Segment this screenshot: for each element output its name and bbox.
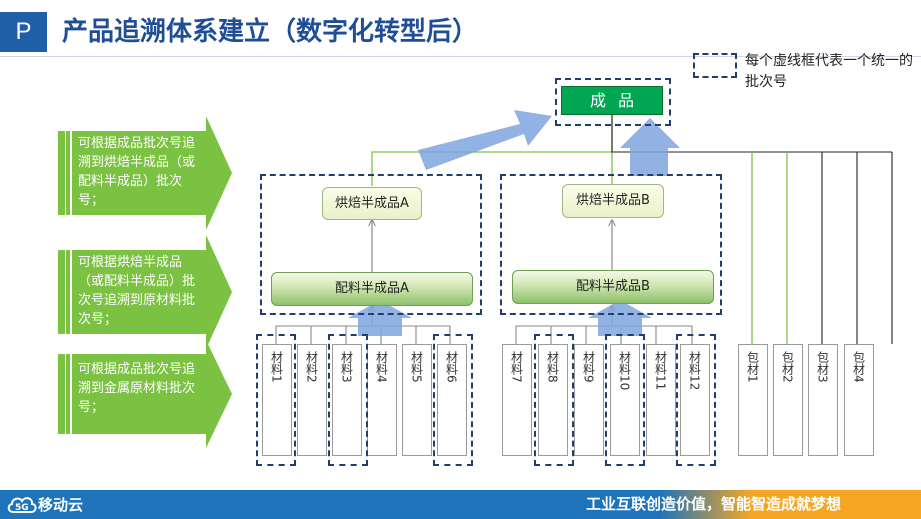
- material-10-batch-box: [605, 334, 645, 466]
- material-box: 材料3: [332, 344, 362, 456]
- big-arrow-group-b-to-product: [620, 118, 680, 176]
- legend-dashed-box: [693, 53, 737, 78]
- side-arrow-2: [58, 235, 232, 349]
- big-arrow-materials-b: [588, 300, 652, 336]
- material-box: 材料6: [437, 344, 467, 456]
- side-note-3: 可根据成品批次号追溯到金属原材料批次号；: [78, 362, 196, 415]
- material-box: 材料9: [574, 344, 604, 456]
- final-product-box: 成品: [561, 86, 663, 115]
- page-title: 产品追溯体系建立（数字化转型后）: [62, 17, 479, 47]
- side-arrow-3: [58, 340, 232, 448]
- connector-packaging-trunk: [611, 115, 892, 153]
- material-box: 材料4: [367, 344, 397, 456]
- mixed-semi-a: 配料半成品A: [271, 272, 473, 306]
- group-a-batch-box: [260, 174, 482, 315]
- side-arrow-1: [58, 116, 232, 230]
- side-note-1: 可根据成品批次号追溯到烘焙半成品（或配料半成品）批次号；: [78, 136, 196, 208]
- footer-logo-text: 移动云: [38, 496, 84, 514]
- mixed-semi-b: 配料半成品B: [512, 270, 714, 304]
- final-product-batch-box: [555, 78, 671, 126]
- material-box: 材料8: [538, 344, 568, 456]
- group-b-batch-box: [500, 174, 722, 315]
- side-note-2: 可根据烘焙半成品（或配料半成品）批次号追溯到原材料批次号；: [78, 255, 196, 327]
- material-box: 材料7: [502, 344, 532, 456]
- material-12-batch-box: [676, 334, 716, 466]
- baked-semi-b: 烘焙半成品B: [562, 184, 664, 218]
- material-6-batch-box: [433, 334, 473, 466]
- svg-text:5G: 5G: [15, 503, 29, 513]
- material-box: 材料10: [610, 344, 640, 456]
- material-box: 材料1: [262, 344, 292, 456]
- material-8-batch-box: [534, 334, 574, 466]
- baked-semi-a: 烘焙半成品A: [322, 187, 422, 220]
- cloud-logo-icon: 5G: [7, 497, 37, 513]
- big-arrow-materials-a: [348, 300, 412, 336]
- packaging-box: 包材4: [844, 344, 874, 456]
- legend-text: 每个虚线框代表一个统一的批次号: [745, 53, 913, 90]
- material-box: 材料2: [297, 344, 327, 456]
- material-box: 材料5: [402, 344, 432, 456]
- packaging-box: 包材2: [773, 344, 803, 456]
- page-badge: P: [0, 12, 47, 52]
- title-divider: [0, 56, 921, 57]
- packaging-box: 包材1: [738, 344, 768, 456]
- footer-accent: [660, 490, 921, 519]
- material-box: 材料11: [646, 344, 676, 456]
- big-arrow-group-a-to-product: [418, 110, 552, 170]
- footer-slogan: 工业互联创造价值，智能智造成就梦想: [586, 495, 842, 513]
- material-1-batch-box: [256, 334, 296, 466]
- material-box: 材料12: [680, 344, 710, 456]
- packaging-box: 包材3: [808, 344, 838, 456]
- material-3-batch-box: [328, 334, 368, 466]
